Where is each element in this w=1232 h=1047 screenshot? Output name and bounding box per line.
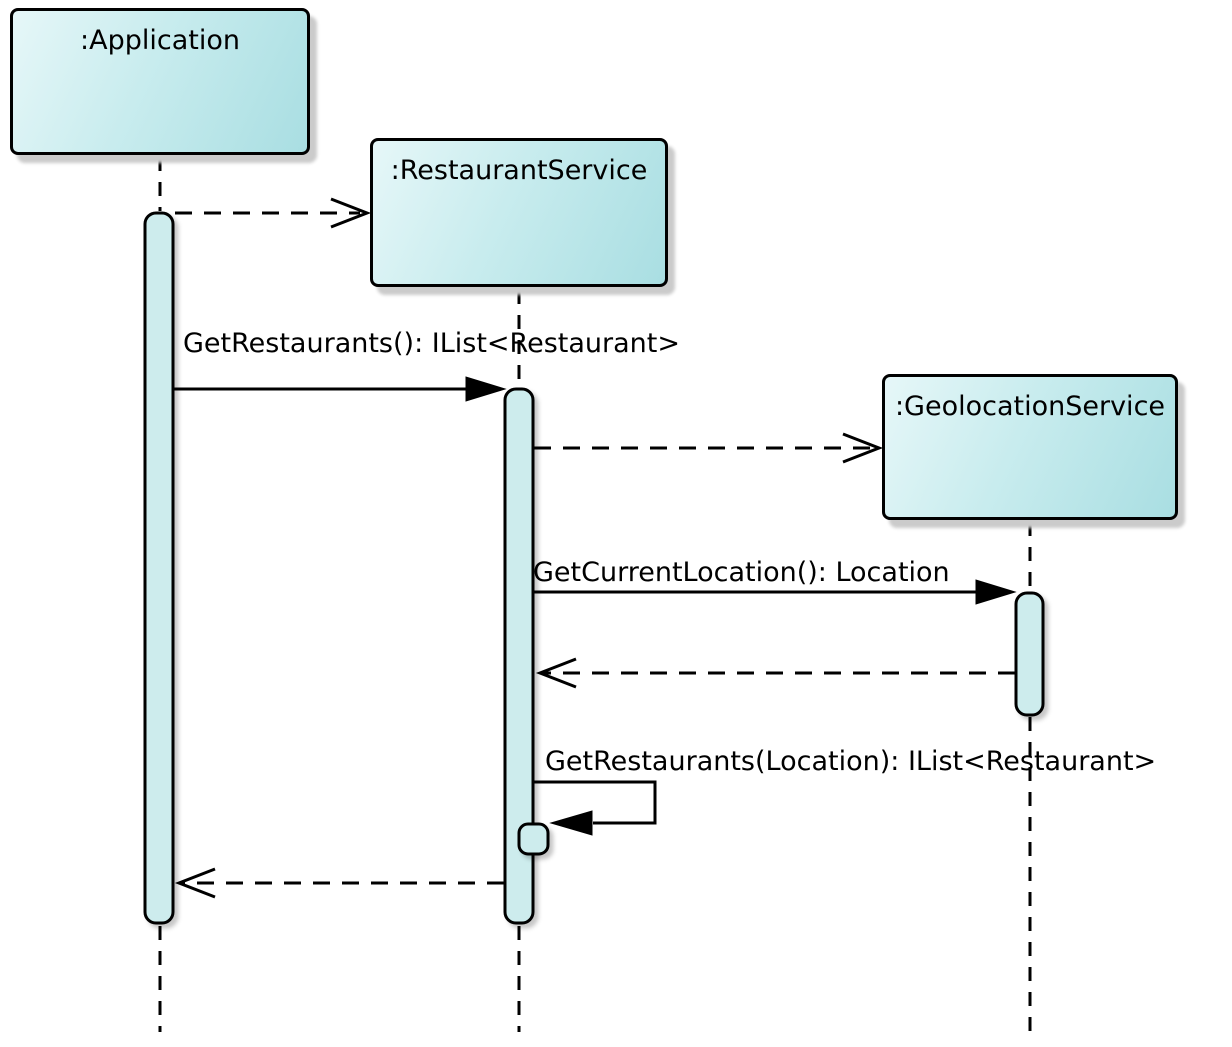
lifeline-label-application: :Application	[80, 25, 240, 56]
message-label-get-current-location: GetCurrentLocation(): Location	[533, 557, 950, 588]
activation-application	[143, 211, 175, 925]
message-label-get-restaurants-location: GetRestaurants(Location): IList<Restaura…	[545, 746, 1157, 777]
lifeline-box-restaurant-service: :RestaurantService	[370, 138, 668, 287]
activation-restaurant-service	[503, 387, 535, 925]
lifeline-label-geolocation-service: :GeolocationService	[894, 391, 1166, 422]
lifeline-box-application: :Application	[10, 8, 310, 155]
activation-self-call	[517, 822, 550, 856]
lifeline-label-restaurant-service: :RestaurantService	[390, 155, 648, 186]
activation-geolocation-service	[1014, 591, 1045, 717]
message-return-location	[535, 657, 1015, 689]
message-self-call	[533, 780, 657, 836]
lifeline-box-geolocation-service: :GeolocationService	[882, 374, 1178, 520]
message-return-restaurants	[174, 867, 504, 899]
message-get-current-location-arrow	[534, 579, 1017, 605]
message-get-restaurants-arrow	[174, 376, 507, 402]
message-label-get-restaurants: GetRestaurants(): IList<Restaurant>	[183, 328, 680, 359]
message-create-geolocation-service	[534, 432, 884, 464]
message-create-restaurant-service	[175, 197, 372, 229]
